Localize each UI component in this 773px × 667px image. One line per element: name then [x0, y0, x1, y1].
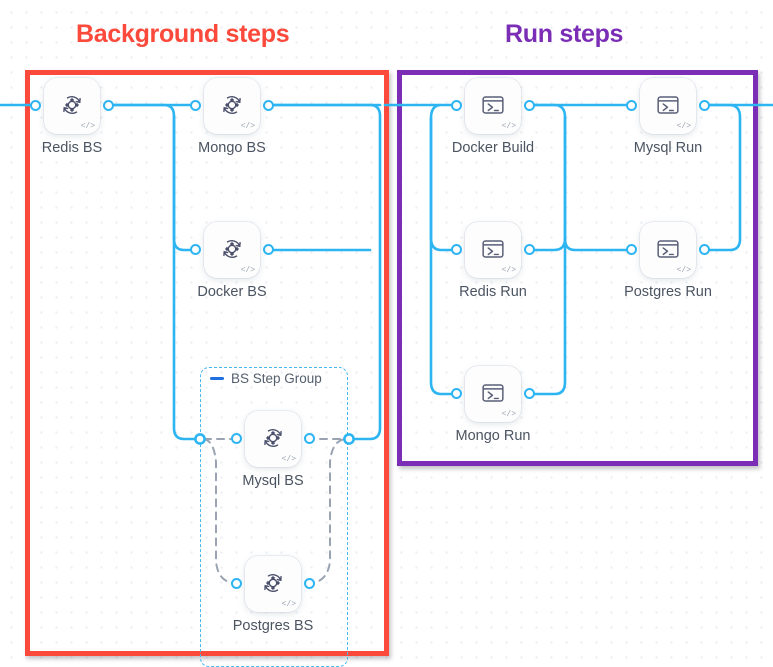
- background-step-icon: [264, 428, 282, 447]
- code-badge: </>: [240, 266, 255, 275]
- node-label: Docker Build: [451, 140, 535, 156]
- node-output-port[interactable]: [304, 578, 315, 589]
- node-input-port[interactable]: [231, 578, 242, 589]
- node-postgres-bs[interactable]: </> Postgres BS: [231, 556, 315, 634]
- node-label: Postgres Run: [624, 284, 712, 300]
- node-label: Mongo BS: [198, 140, 266, 156]
- node-input-port[interactable]: [231, 433, 242, 444]
- node-input-port[interactable]: [190, 244, 201, 255]
- node-card[interactable]: </>: [640, 78, 696, 134]
- node-label: Redis Run: [459, 284, 527, 300]
- node-label: Mongo Run: [455, 428, 531, 444]
- node-input-port[interactable]: [30, 100, 41, 111]
- code-badge: </>: [676, 122, 691, 131]
- node-label: Docker BS: [197, 284, 267, 300]
- node-redis-run[interactable]: </> Redis Run: [451, 222, 535, 300]
- background-steps-frame: [25, 70, 389, 656]
- code-badge: </>: [501, 410, 516, 419]
- code-badge: </>: [80, 122, 95, 131]
- node-mongo-bs[interactable]: </> Mongo BS: [190, 78, 274, 156]
- node-output-port[interactable]: [524, 244, 535, 255]
- node-card[interactable]: </>: [204, 222, 260, 278]
- background-step-icon: [223, 95, 241, 114]
- node-input-port[interactable]: [451, 388, 462, 399]
- minus-icon[interactable]: [210, 377, 224, 380]
- node-mongo-run[interactable]: </> Mongo Run: [451, 366, 535, 444]
- node-output-port[interactable]: [263, 100, 274, 111]
- code-badge: </>: [240, 122, 255, 131]
- node-label: Postgres BS: [232, 618, 314, 634]
- node-output-port[interactable]: [103, 100, 114, 111]
- node-card[interactable]: </>: [465, 366, 521, 422]
- node-redis-bs[interactable]: </> Redis BS: [30, 78, 114, 156]
- node-input-port[interactable]: [451, 100, 462, 111]
- node-label: Mysql BS: [242, 473, 304, 489]
- node-output-port[interactable]: [699, 244, 710, 255]
- node-card[interactable]: </>: [465, 78, 521, 134]
- code-badge: </>: [501, 122, 516, 131]
- bs-step-group-label: BS Step Group: [231, 371, 322, 386]
- node-label: Mysql Run: [633, 140, 703, 156]
- node-card[interactable]: </>: [640, 222, 696, 278]
- node-output-port[interactable]: [263, 244, 274, 255]
- node-card[interactable]: </>: [465, 222, 521, 278]
- background-step-icon: [223, 239, 241, 258]
- node-card[interactable]: </>: [245, 556, 301, 612]
- code-badge: </>: [676, 266, 691, 275]
- background-steps-title: Background steps: [76, 20, 290, 48]
- node-output-port[interactable]: [699, 100, 710, 111]
- code-badge: </>: [281, 455, 296, 464]
- node-input-port[interactable]: [451, 244, 462, 255]
- node-docker-bs[interactable]: </> Docker BS: [190, 222, 274, 300]
- node-card[interactable]: </>: [44, 78, 100, 134]
- bs-step-group-header[interactable]: BS Step Group: [210, 371, 322, 386]
- node-label: Redis BS: [41, 140, 103, 156]
- run-step-icon: [657, 95, 679, 114]
- node-card[interactable]: </>: [204, 78, 260, 134]
- run-step-icon: [482, 239, 504, 258]
- node-card[interactable]: </>: [245, 411, 301, 467]
- run-step-icon: [482, 95, 504, 114]
- node-postgres-run[interactable]: </> Postgres Run: [624, 222, 712, 300]
- node-output-port[interactable]: [304, 433, 315, 444]
- background-step-icon: [264, 573, 282, 592]
- code-badge: </>: [281, 600, 296, 609]
- background-step-icon: [63, 95, 81, 114]
- node-input-port[interactable]: [190, 100, 201, 111]
- run-steps-frame: [397, 70, 758, 466]
- node-output-port[interactable]: [524, 100, 535, 111]
- run-step-icon: [482, 383, 504, 402]
- node-mysql-run[interactable]: </> Mysql Run: [626, 78, 710, 156]
- node-docker-build[interactable]: </> Docker Build: [451, 78, 535, 156]
- code-badge: </>: [501, 266, 516, 275]
- run-step-icon: [657, 239, 679, 258]
- node-input-port[interactable]: [626, 244, 637, 255]
- run-steps-title: Run steps: [505, 20, 624, 48]
- node-input-port[interactable]: [626, 100, 637, 111]
- node-output-port[interactable]: [524, 388, 535, 399]
- node-mysql-bs[interactable]: </> Mysql BS: [231, 411, 315, 489]
